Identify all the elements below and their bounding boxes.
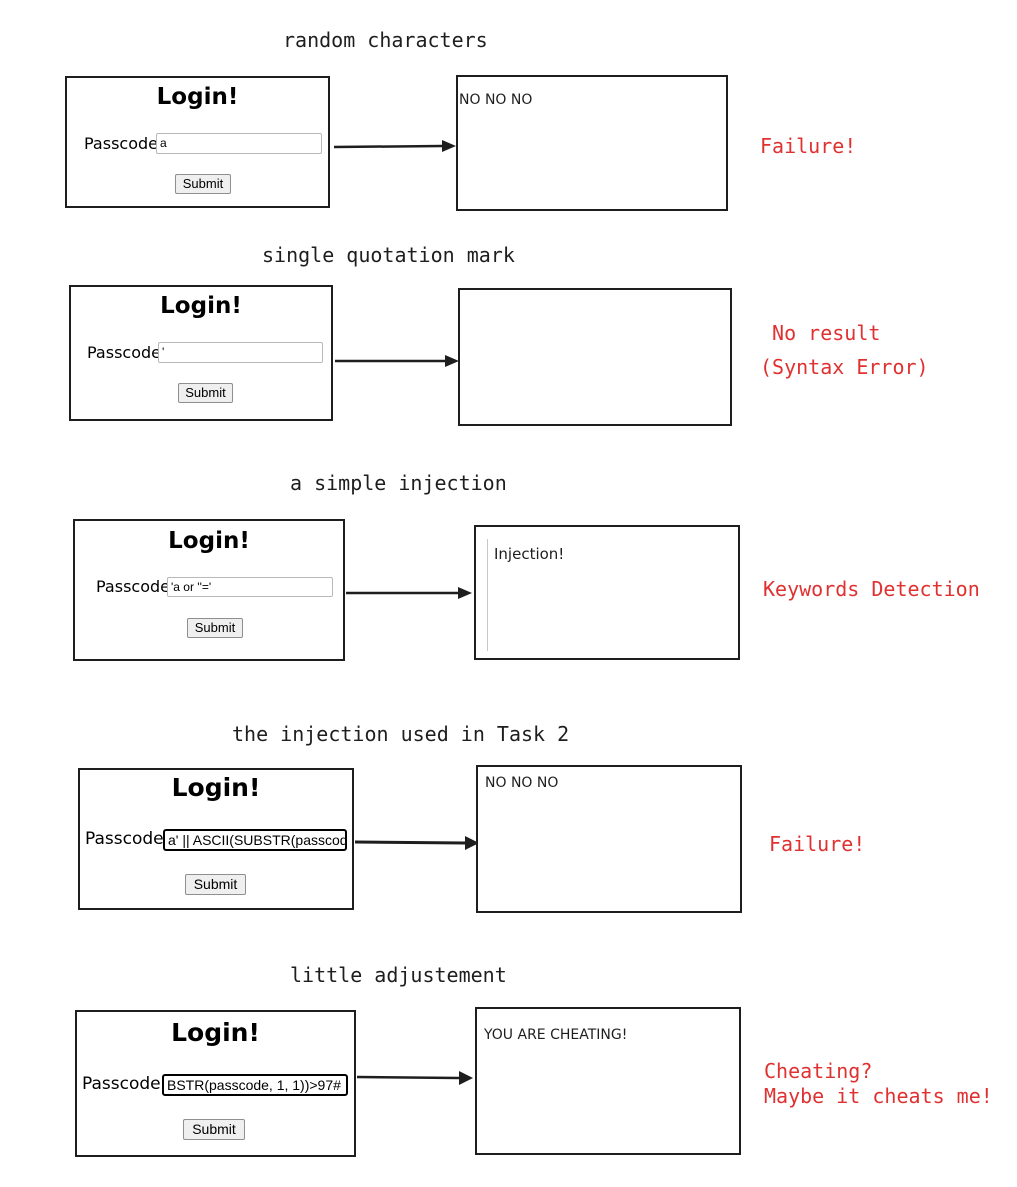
result-panel-5: YOU ARE CHEATING! [475,1007,741,1155]
result-divider [487,539,488,651]
arrow-4 [354,836,479,850]
passcode-label: Passcode: [84,134,164,153]
scenario-5-caption: little adjustement [290,963,507,987]
login-title: Login! [156,84,239,110]
result-text: NO NO NO [459,92,533,108]
login-title: Login! [168,528,250,554]
arrow-5 [356,1071,473,1085]
scenario-4-caption: the injection used in Task 2 [232,722,570,746]
login-panel-2: Login! Passcode: ' Submit [69,285,333,421]
passcode-label: Passcode: [82,1074,167,1094]
scenario-2-note: No result (Syntax Error) [760,321,929,379]
arrow-3 [346,587,472,599]
login-panel-3: Login! Passcode: 'a or ''=' Submit [73,519,345,661]
scenario-3-caption: a simple injection [290,471,507,495]
submit-button[interactable]: Submit [185,874,246,895]
result-panel-1: NO NO NO [456,75,728,211]
passcode-input[interactable]: 'a or ''=' [167,577,333,597]
arrow-1 [333,140,456,152]
login-panel-4: Login! Passcode: a' || ASCII(SUBSTR(pass… [78,768,354,910]
submit-button[interactable]: Submit [175,174,231,194]
result-panel-3: Injection! [474,525,740,660]
submit-button[interactable]: Submit [183,1119,245,1140]
login-title: Login! [171,1018,260,1047]
passcode-input[interactable]: BSTR(passcode, 1, 1))>97# [162,1074,348,1096]
passcode-input[interactable]: ' [158,342,323,363]
arrow-2 [335,355,459,367]
scenario-1-note: Failure! [760,134,857,158]
scenario-3-note: Keywords Detection [763,577,980,601]
submit-button[interactable]: Submit [178,383,233,403]
scenario-5-note: Cheating? Maybe it cheats me! [764,1059,993,1108]
passcode-input[interactable]: a [156,133,322,154]
passcode-label: Passcode: [96,577,176,596]
result-text: NO NO NO [485,775,559,791]
submit-button[interactable]: Submit [187,618,243,638]
passcode-label: Passcode: [87,343,167,362]
result-panel-2 [458,288,732,426]
login-title: Login! [160,293,242,319]
login-panel-1: Login! Passcode: a Submit [65,76,330,208]
result-text: YOU ARE CHEATING! [484,1027,628,1043]
scenario-4-note: Failure! [769,832,866,856]
result-panel-4: NO NO NO [476,765,742,913]
scenario-1-caption: random characters [283,28,488,52]
passcode-label: Passcode: [85,829,170,849]
passcode-input[interactable]: a' || ASCII(SUBSTR(passcode [163,829,347,851]
login-panel-5: Login! Passcode: BSTR(passcode, 1, 1))>9… [75,1010,356,1157]
scenario-2-caption: single quotation mark [262,243,515,267]
result-text: Injection! [494,545,565,563]
login-title: Login! [171,773,261,802]
